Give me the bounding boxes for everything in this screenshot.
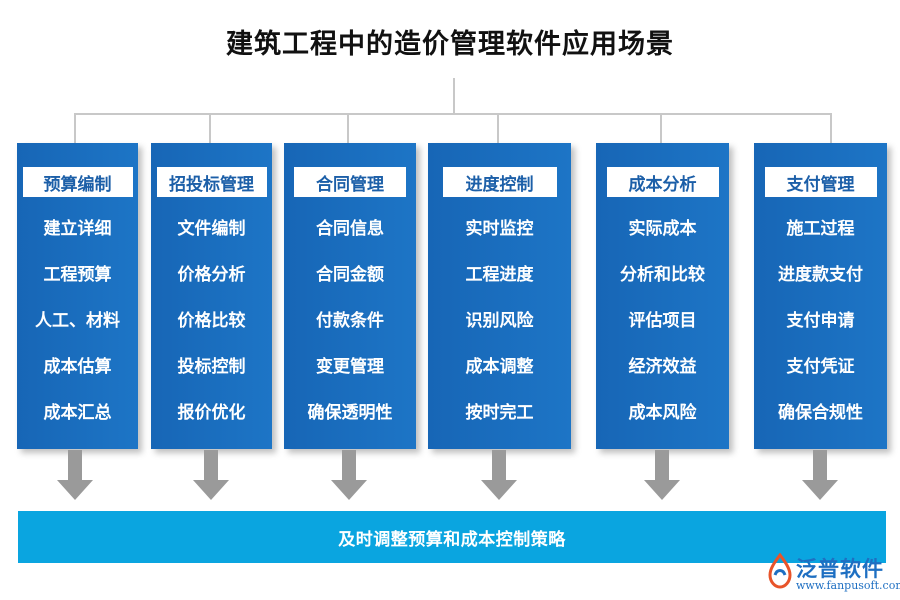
logo-url: www.fanpusoft.com [796, 579, 900, 592]
column-heading: 合同管理 [294, 167, 406, 197]
column-item: 变更管理 [316, 357, 384, 377]
brand-logo: 泛普软件 www.fanpusoft.com [766, 553, 900, 597]
logo-name: 泛普软件 [796, 557, 884, 581]
column-heading: 预算编制 [22, 167, 133, 197]
down-arrow-icon [802, 450, 838, 500]
column-item: 按时完工 [465, 403, 534, 423]
column-item: 付款条件 [316, 311, 384, 331]
column-item: 支付申请 [786, 311, 855, 331]
column-item: 价格比较 [177, 311, 246, 331]
column-item: 报价优化 [177, 403, 246, 423]
connector-drop-6 [830, 113, 832, 143]
summary-bar: 及时调整预算和成本控制策略 [18, 511, 886, 563]
connector-drop-4 [497, 113, 499, 143]
column-item: 实际成本 [628, 219, 697, 239]
column-item: 合同信息 [316, 219, 384, 239]
down-arrow-icon [644, 450, 680, 500]
column-item: 支付凭证 [786, 357, 855, 377]
column-item: 人工、材料 [35, 311, 120, 331]
column-item: 确保合规性 [778, 403, 863, 423]
column-item: 建立详细 [43, 219, 112, 239]
column-item: 工程进度 [465, 265, 534, 285]
down-arrow-icon [57, 450, 93, 500]
column-item: 成本估算 [43, 357, 112, 377]
column-heading: 进度控制 [442, 167, 557, 197]
column-item: 施工过程 [786, 219, 855, 239]
column-payment: 支付管理 施工过程 进度款支付 支付申请 支付凭证 确保合规性 [754, 143, 887, 449]
down-arrow-icon [481, 450, 517, 500]
column-item: 成本风险 [628, 403, 697, 423]
connector-trunk [453, 78, 455, 114]
column-item: 确保透明性 [307, 403, 393, 423]
column-item: 分析和比较 [620, 265, 705, 285]
page-title: 建筑工程中的造价管理软件应用场景 [226, 29, 674, 60]
column-item: 评估项目 [628, 311, 697, 331]
column-item: 价格分析 [177, 265, 246, 285]
column-budget: 预算编制 建立详细 工程预算 人工、材料 成本估算 成本汇总 [17, 143, 138, 449]
connector-drop-3 [347, 113, 349, 143]
column-contract: 合同管理 合同信息 合同金额 付款条件 变更管理 确保透明性 [284, 143, 416, 449]
column-item: 实时监控 [465, 219, 534, 239]
down-arrow-icon [331, 450, 367, 500]
column-schedule: 进度控制 实时监控 工程进度 识别风险 成本调整 按时完工 [428, 143, 571, 449]
column-item: 成本调整 [465, 357, 534, 377]
column-item: 进度款支付 [778, 265, 863, 285]
column-item: 工程预算 [43, 265, 112, 285]
logo-mark-icon [768, 553, 792, 589]
column-bidding: 招投标管理 文件编制 价格分析 价格比较 投标控制 报价优化 [151, 143, 272, 449]
column-item: 投标控制 [177, 357, 246, 377]
column-item: 识别风险 [465, 311, 534, 331]
connector-drop-2 [209, 113, 211, 143]
connector-drop-1 [74, 113, 76, 143]
column-item: 经济效益 [628, 357, 697, 377]
column-heading: 招投标管理 [156, 167, 267, 197]
down-arrow-icon [193, 450, 229, 500]
column-item: 文件编制 [177, 219, 246, 239]
column-cost-analysis: 成本分析 实际成本 分析和比较 评估项目 经济效益 成本风险 [596, 143, 729, 449]
connector-bar [74, 113, 832, 115]
column-heading: 成本分析 [606, 167, 719, 197]
connector-drop-5 [660, 113, 662, 143]
column-item: 合同金额 [316, 265, 384, 285]
summary-text: 及时调整预算和成本控制策略 [338, 529, 566, 550]
column-heading: 支付管理 [764, 167, 877, 197]
column-item: 成本汇总 [43, 403, 112, 423]
